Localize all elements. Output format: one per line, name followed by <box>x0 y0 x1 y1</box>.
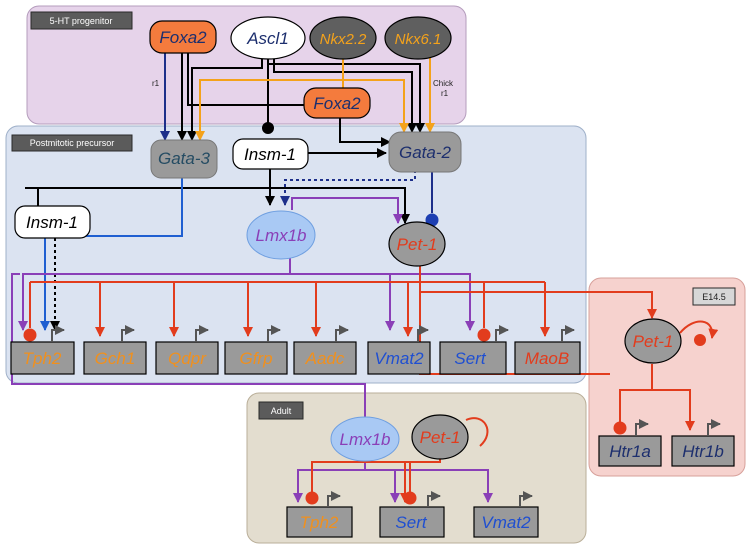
target-aadc: Aadc <box>293 325 357 375</box>
lmx1b-to-tph2-edge <box>18 258 291 331</box>
svg-text:Aadc: Aadc <box>305 349 345 368</box>
lmx1badult-to-vmat2-edge <box>395 469 493 503</box>
progenitor-label: 5-HT progenitor <box>50 16 113 26</box>
r1-note: r1 <box>152 79 160 88</box>
node-ascl1: Ascl1 <box>230 16 306 60</box>
pet1e14-self-loop <box>679 320 719 339</box>
svg-text:Foxa2: Foxa2 <box>159 28 207 47</box>
lmx1b-to-sert-edge <box>390 273 475 331</box>
gata2-pet1-inhibitor <box>425 213 439 227</box>
pet1e14-htr1a-inhibitor <box>613 421 627 435</box>
target-maob: MaoB <box>514 325 581 375</box>
e14-label: E14.5 <box>702 292 726 302</box>
svg-text:Nkx2.2: Nkx2.2 <box>320 31 367 48</box>
postmitotic-label-box <box>11 134 133 152</box>
svg-text:Nkx6.1: Nkx6.1 <box>395 31 442 48</box>
node-foxa2-mid: Foxa2 <box>303 87 371 119</box>
chick-note-line1: Chick <box>433 79 454 88</box>
progenitor-label-box <box>30 11 133 30</box>
pet1e14-to-htr1b-edge <box>652 389 695 431</box>
svg-text:Tph2: Tph2 <box>300 513 339 532</box>
node-pet1: Pet-1 <box>388 221 446 267</box>
adult-target-tph2: Tph2 <box>286 491 353 538</box>
pet1adult-to-tph2-edge <box>311 458 441 493</box>
node-lmx1b: Lmx1b <box>246 210 316 260</box>
svg-text:MaoB: MaoB <box>525 349 569 368</box>
svg-text:Lmx1b: Lmx1b <box>255 226 306 245</box>
svg-text:Pet-1: Pet-1 <box>397 235 438 254</box>
pet1-to-pet1-e14-edge <box>419 282 657 319</box>
svg-text:Vmat2: Vmat2 <box>481 513 531 532</box>
foxa2mid-to-gata2-edge <box>339 116 391 147</box>
svg-text:Insm-1: Insm-1 <box>244 145 296 164</box>
svg-text:Gch1: Gch1 <box>95 349 136 368</box>
gata2-to-lmx1b-dotted-edge <box>280 170 416 206</box>
target-htr1b: Htr1b <box>671 419 735 467</box>
node-nkx61: Nkx6.1 <box>384 16 452 60</box>
pet1adult-to-sert-edge <box>409 461 440 493</box>
svg-text:Tph2: Tph2 <box>23 349 62 368</box>
ascl1-insm1-inhibitor <box>262 122 274 134</box>
svg-text:Htr1b: Htr1b <box>682 442 724 461</box>
node-insm1-center: Insm-1 <box>232 138 309 170</box>
svg-text:Foxa2: Foxa2 <box>313 94 361 113</box>
node-foxa2-top: Foxa2 <box>149 20 217 54</box>
svg-text:Gata-2: Gata-2 <box>399 143 452 162</box>
svg-text:Vmat2: Vmat2 <box>374 349 424 368</box>
adult-label-box <box>258 401 304 420</box>
svg-text:Ascl1: Ascl1 <box>246 29 289 48</box>
ascl1-to-gata3-edge <box>187 57 263 141</box>
target-qdpr: Qdpr <box>155 325 219 375</box>
lmx1badult-to-tph2-edge <box>293 460 366 503</box>
target-tph2: Tph2 <box>10 325 75 375</box>
svg-text:Sert: Sert <box>395 513 427 532</box>
svg-text:Pet-1: Pet-1 <box>420 428 461 447</box>
target-sert: Sert <box>439 325 509 375</box>
svg-text:Sert: Sert <box>454 349 486 368</box>
svg-text:Gfrp: Gfrp <box>239 349 272 368</box>
node-insm1-left: Insm-1 <box>14 205 91 239</box>
lmx1b-to-pet1-edge <box>291 197 403 224</box>
svg-text:Gata-3: Gata-3 <box>158 149 211 168</box>
node-nkx22: Nkx2.2 <box>309 16 377 60</box>
e14-label-box <box>692 287 736 306</box>
target-htr1a: Htr1a <box>598 419 662 467</box>
node-lmx1b-adult: Lmx1b <box>330 416 400 462</box>
node-pet1-e14: Pet-1 <box>624 318 682 364</box>
node-gata3: Gata-3 <box>150 139 218 179</box>
e14-region: E14.5 <box>588 277 746 477</box>
pet1e14-to-htr1a-edge <box>619 364 653 423</box>
pet1-sert-inhibitor <box>477 328 491 342</box>
adult-label: Adult <box>271 406 292 416</box>
svg-text:Insm-1: Insm-1 <box>26 213 78 232</box>
svg-text:Pet-1: Pet-1 <box>633 332 674 351</box>
pet1-tph2-inhibitor <box>23 328 37 342</box>
svg-text:Qdpr: Qdpr <box>168 349 207 368</box>
nkx22-to-gata3-edge <box>195 79 343 141</box>
pet1adult-tph2-inhibitor <box>305 491 319 505</box>
foxa2-to-foxa2mid-edge <box>187 53 305 106</box>
target-gch1: Gch1 <box>83 325 147 375</box>
chick-note-line2: r1 <box>441 89 449 98</box>
svg-text:Lmx1b: Lmx1b <box>339 430 390 449</box>
target-vmat2: Vmat2 <box>367 325 431 375</box>
adult-target-sert: Sert <box>379 491 445 538</box>
node-gata2: Gata-2 <box>388 131 462 173</box>
adult-region: Adult <box>246 392 587 544</box>
node-pet1-adult: Pet-1 <box>411 414 469 460</box>
svg-text:Htr1a: Htr1a <box>609 442 651 461</box>
lmx1b-to-lmx1b-adult-edge <box>11 273 366 418</box>
target-gfrp: Gfrp <box>224 325 288 375</box>
nkx22-to-gata2-edge <box>343 79 409 133</box>
pet1e14-self-inhibitor <box>694 334 706 346</box>
adult-target-vmat2: Vmat2 <box>473 491 539 538</box>
pet1adult-self-loop <box>465 417 489 447</box>
postmitotic-label: Postmitotic precursor <box>30 138 115 148</box>
